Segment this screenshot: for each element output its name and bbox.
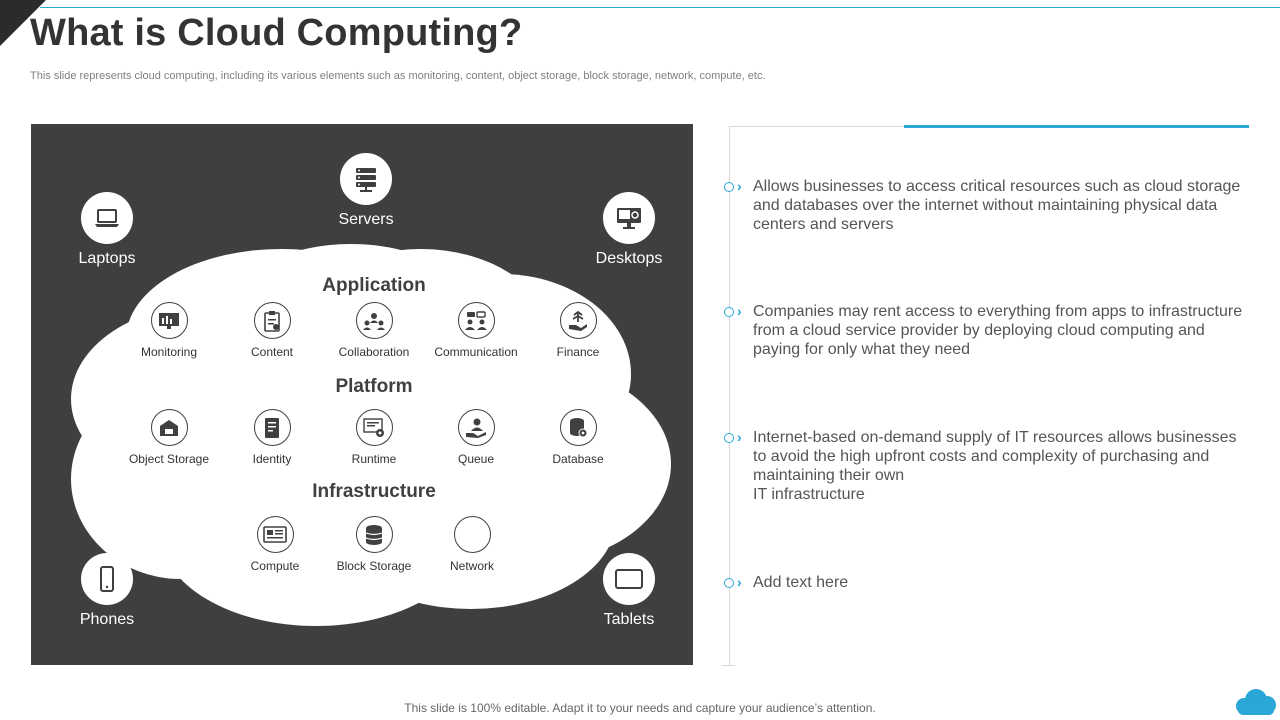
item-label: Runtime [351,452,397,466]
item-content: Content [217,302,327,359]
device-label: Phones [79,611,135,628]
item-label: Finance [556,345,600,359]
section-title-infrastructure: Infrastructure [312,481,436,502]
section-title-platform: Platform [335,376,413,397]
header-rule-grey [729,126,905,127]
item-label: Object Storage [128,452,210,466]
device-desktops: Desktops [569,192,689,268]
item-object-storage: Object Storage [114,409,224,466]
page-subtitle: This slide represents cloud computing, i… [30,70,766,82]
id-document-icon [253,409,291,446]
queue-hand-icon [457,409,495,446]
timeline-line [729,127,730,665]
footer-note: This slide is 100% editable. Adapt it to… [404,701,876,715]
clipboard-icon [253,302,291,339]
device-servers: Servers [306,153,426,229]
chevron-right-icon: › [737,303,742,319]
page-title: What is Cloud Computing? [30,12,523,54]
chevron-right-icon: › [737,178,742,194]
device-label: Tablets [603,611,655,628]
item-label: Communication [434,345,518,359]
item-monitoring: Monitoring [114,302,224,359]
device-phones: Phones [47,553,167,629]
chevron-right-icon: › [737,574,742,590]
item-label: Queue [457,452,495,466]
corner-decoration [0,0,46,46]
money-hand-icon [559,302,597,339]
bullet-dot-icon [724,578,734,588]
device-tablets: Tablets [569,553,689,629]
item-collaboration: Collaboration [319,302,429,359]
device-label: Desktops [595,250,663,267]
item-label: Monitoring [140,345,198,359]
bullet-dot-icon [724,433,734,443]
item-database: Database [523,409,633,466]
item-compute: Compute [220,516,330,573]
item-label: Identity [252,452,292,466]
top-rule [40,7,1280,8]
item-label: Content [250,345,294,359]
bullet-text: Allows businesses to access critical res… [753,178,1241,233]
cloud-logo-icon [1236,689,1276,715]
bullet-text: Add text here [753,574,849,591]
timeline-end-tick [722,665,736,666]
header-rule-accent [904,125,1249,128]
desktop-monitor-icon [603,192,655,244]
chat-people-icon [457,302,495,339]
item-queue: Queue [421,409,531,466]
item-identity: Identity [217,409,327,466]
item-communication: Communication [421,302,531,359]
laptop-icon [81,192,133,244]
tablet-icon [603,553,655,605]
section-title-application: Application [322,275,426,296]
network-icon [453,516,491,553]
item-runtime: Runtime [319,409,429,466]
storage-box-icon [150,409,188,446]
compute-screen-icon [256,516,294,553]
team-icon [355,302,393,339]
database-gear-icon [559,409,597,446]
device-label: Laptops [78,250,136,267]
item-label: Compute [250,559,300,573]
cloud-diagram-panel: Servers Laptops Desktops [31,124,693,665]
bullet-dot-icon [724,307,734,317]
runtime-gear-icon [355,409,393,446]
monitoring-icon [150,302,188,339]
item-label: Collaboration [338,345,410,359]
item-label: Network [449,559,494,573]
item-block-storage: Block Storage [319,516,429,573]
item-finance: Finance [523,302,633,359]
database-stack-icon [355,516,393,553]
bullet-text: Internet-based on-demand supply of IT re… [753,429,1237,503]
server-rack-icon [340,153,392,205]
device-laptops: Laptops [47,192,167,268]
bullet-text: Companies may rent access to everything … [753,303,1243,358]
phone-icon [81,553,133,605]
item-label: Database [552,452,604,466]
item-network: Network [417,516,527,573]
bullet-dot-icon [724,182,734,192]
chevron-right-icon: › [737,429,742,445]
item-label: Block Storage [336,559,412,573]
device-label: Servers [338,211,394,228]
